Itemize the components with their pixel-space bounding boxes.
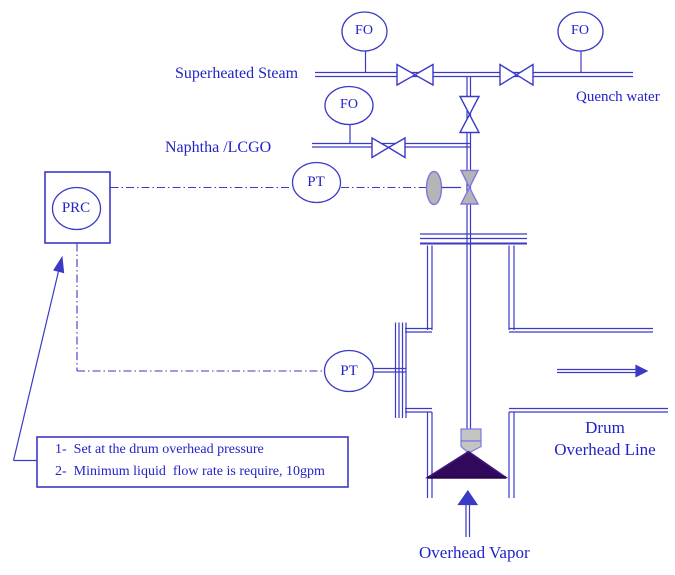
spray-cone	[424, 450, 509, 479]
control-valve	[459, 169, 480, 205]
actuator-disc	[425, 170, 443, 206]
superheated-steam-label: Superheated Steam	[175, 65, 299, 82]
prc-tag: PRC	[61, 200, 91, 216]
note-arrow	[12, 255, 65, 462]
naphtha-valve	[371, 136, 406, 159]
drum-overhead-line-label: Drum Overhead Line	[540, 417, 670, 461]
fo-naphtha-tag: FO	[340, 97, 358, 112]
note-line-1: 1- Set at the drum overhead pressure	[55, 442, 264, 457]
drum-lower-walls	[426, 412, 515, 498]
fo-steam-bubble	[341, 11, 388, 52]
pt-drum-stub	[373, 367, 406, 373]
pt-line-tag: PT	[307, 174, 325, 190]
drum-neck-walls	[426, 245, 515, 330]
notes-box	[36, 436, 349, 488]
pt-drum-bubble	[323, 349, 375, 393]
overhead-vapor-arrow	[457, 489, 479, 537]
pt-line-bubble	[291, 161, 342, 204]
spray-nozzle-body	[460, 428, 482, 442]
spray-nozzle-tip	[460, 440, 482, 454]
fo-steam-tag: FO	[355, 23, 373, 38]
quench-water-label: Quench water	[576, 89, 660, 105]
steam-valve	[396, 63, 434, 87]
prc-controller	[44, 171, 111, 244]
overhead-vapor-label: Overhead Vapor	[419, 543, 530, 562]
tie-line-valve	[458, 95, 481, 134]
drum-left-nozzle	[394, 322, 432, 418]
neck-flange	[420, 233, 527, 245]
vertical-main-pipe	[466, 76, 472, 429]
drum-overhead-line-word1: Drum	[585, 418, 625, 437]
fo-naphtha-bubble	[324, 85, 374, 126]
drum-overhead-line-word2: Overhead Line	[554, 440, 656, 459]
steam-quench-pipe	[315, 71, 633, 78]
note-line-2: 2- Minimum liquid flow rate is require, …	[55, 464, 325, 479]
fo-quench-tag: FO	[571, 23, 589, 38]
flow-arrow-right	[557, 364, 649, 378]
quench-valve	[499, 63, 534, 87]
pt-drum-tag: PT	[340, 363, 358, 379]
signal-lines	[76, 186, 426, 372]
naphtha-lcgo-label: Naphtha /LCGO	[165, 139, 272, 156]
fo-quench-bubble	[557, 11, 604, 52]
overhead-duct	[509, 327, 668, 413]
